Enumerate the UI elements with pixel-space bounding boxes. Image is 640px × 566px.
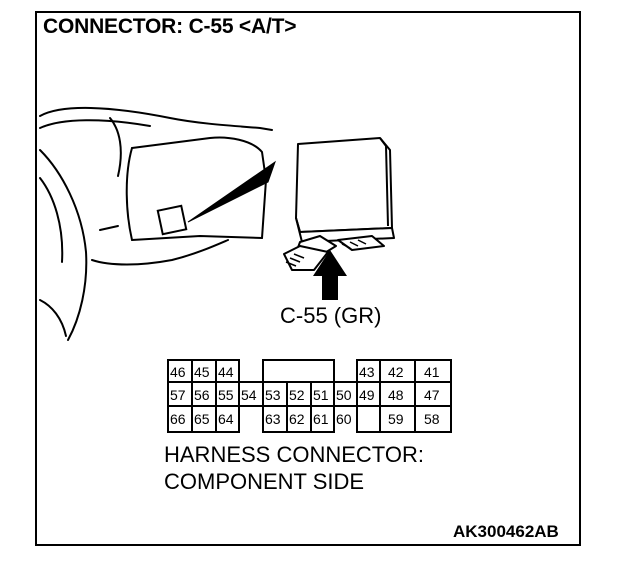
diagram-frame — [35, 11, 581, 546]
pin-label: 44 — [218, 364, 234, 380]
pin-label: 50 — [336, 387, 352, 403]
pin-label: 59 — [388, 411, 404, 427]
pin-label: 51 — [313, 387, 329, 403]
pin-label: 47 — [424, 387, 440, 403]
pin-label: 46 — [170, 364, 186, 380]
connector-callout-label: C-55 (GR) — [280, 303, 382, 328]
pin-label: 62 — [289, 411, 305, 427]
pin-label: 57 — [170, 387, 186, 403]
caption-line-2: COMPONENT SIDE — [164, 469, 365, 494]
pin-label: 42 — [388, 364, 404, 380]
pin-label: 65 — [194, 411, 210, 427]
caption-line-1: HARNESS CONNECTOR: — [164, 442, 424, 467]
pin-label: 45 — [194, 364, 210, 380]
pin-label: 66 — [170, 411, 186, 427]
leader-wedge — [187, 160, 276, 223]
pin-label: 54 — [241, 387, 257, 403]
pin-label: 41 — [424, 364, 440, 380]
pin-label: 58 — [424, 411, 440, 427]
pin-label: 56 — [194, 387, 210, 403]
diagram-title: CONNECTOR: C-55 <A/T> — [43, 15, 297, 38]
connector-face — [167, 359, 452, 433]
pin-labels: 46 45 44 43 42 41 57 56 55 54 53 52 51 5… — [170, 364, 440, 427]
connector-location-marker — [156, 204, 188, 236]
pin-label: 53 — [265, 387, 281, 403]
pin-label: 43 — [359, 364, 375, 380]
figure-code: AK300462AB — [453, 522, 559, 541]
pin-label: 63 — [265, 411, 281, 427]
harness-connector-drawing — [283, 235, 385, 271]
connector-wires — [285, 239, 367, 267]
pointer-arrow — [313, 250, 347, 300]
pin-label: 48 — [388, 387, 404, 403]
pin-label: 64 — [218, 411, 234, 427]
pin-label: 55 — [218, 387, 234, 403]
control-module — [295, 137, 395, 243]
dashboard-outline — [39, 107, 273, 341]
pin-label: 52 — [289, 387, 305, 403]
pin-label: 60 — [336, 411, 352, 427]
pin-label: 61 — [313, 411, 329, 427]
pin-label: 49 — [359, 387, 375, 403]
